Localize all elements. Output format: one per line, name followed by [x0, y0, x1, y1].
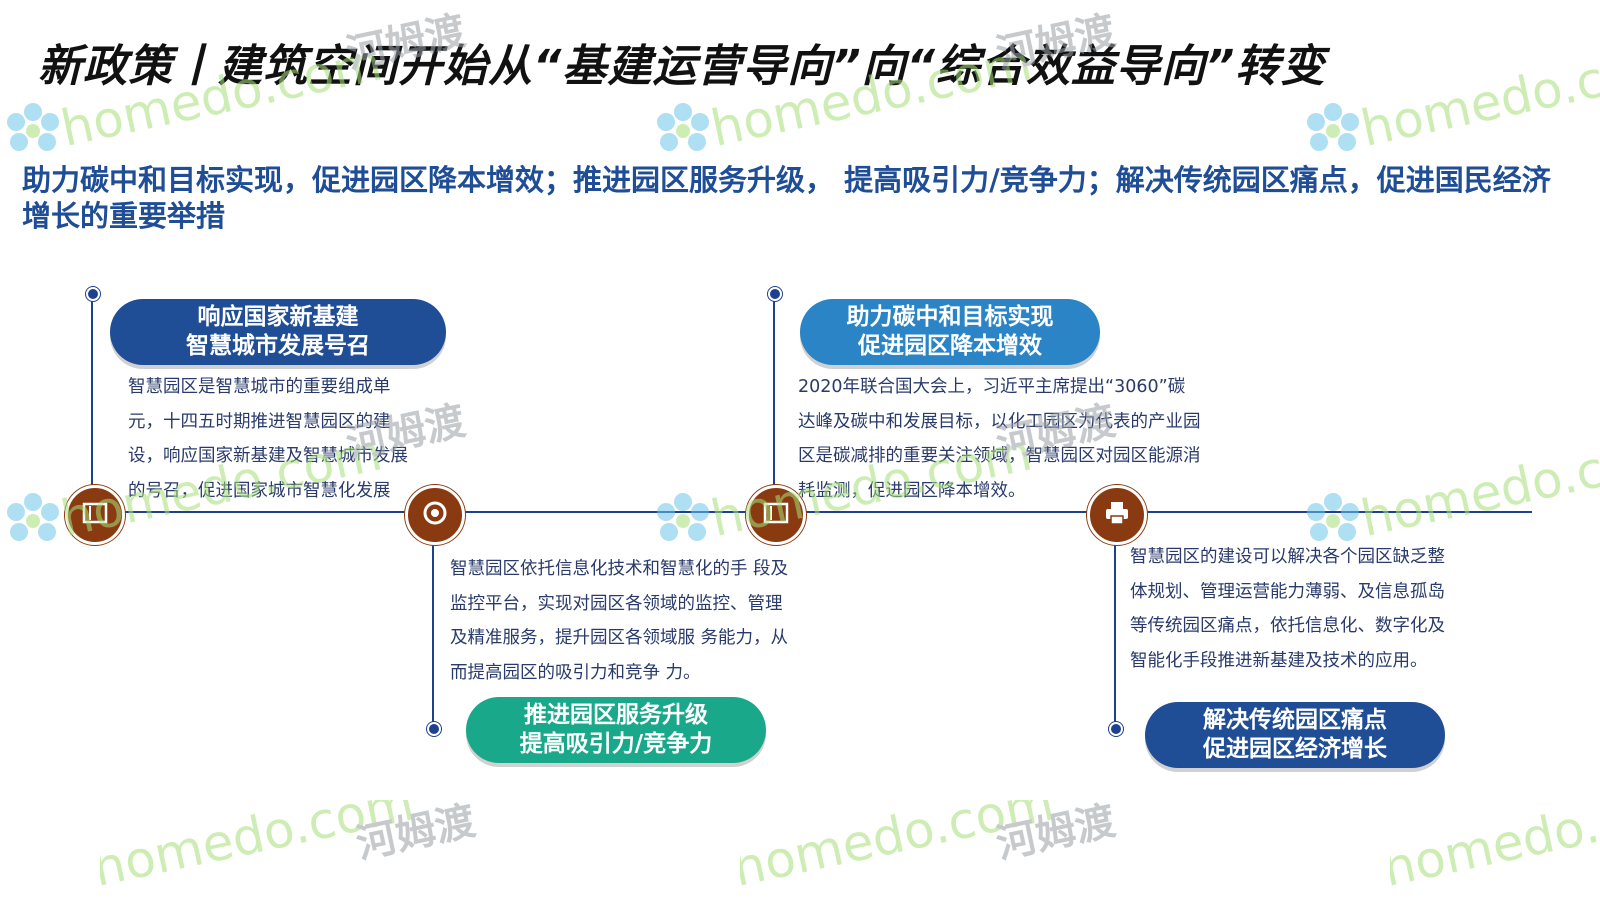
page-title: 新政策丨建筑空间开始从“基建运营导向”向“综合效益导向”转变	[38, 41, 1326, 92]
connector-dot-stage-1	[86, 287, 100, 301]
watermark-8: homedo.com 河姆渡	[740, 800, 1120, 898]
timeline-node-4	[1087, 485, 1147, 545]
stage-4-heading: 解决传统园区痛点 促进园区经济增长	[1145, 702, 1445, 768]
connector-dot-stage-4	[1109, 722, 1123, 736]
watermark-9: homedo.com	[1390, 800, 1600, 898]
connector-dot-stage-3	[768, 287, 782, 301]
flower-logo-icon	[657, 103, 709, 151]
printer-icon	[1103, 499, 1131, 531]
connector-dot-stage-2	[427, 722, 441, 736]
watermark-7: homedo.com 河姆渡	[100, 800, 480, 898]
document-icon	[763, 502, 789, 528]
stage-1-description: 智慧园区是智慧城市的重要组成单 元，十四五时期推进智慧园区的建 设，响应国家新基…	[128, 377, 408, 501]
page-subtitle: 助力碳中和目标实现，促进园区降本增效；推进园区服务升级， 提高吸引力/竞争力；解…	[22, 163, 1551, 233]
stage-1-heading: 响应国家新基建 智慧城市发展号召	[110, 299, 446, 365]
flower-logo-icon	[7, 103, 59, 151]
timeline-node-3	[746, 485, 806, 545]
target-icon	[421, 499, 449, 531]
flower-logo-icon	[657, 493, 709, 541]
document-icon	[82, 502, 108, 528]
connector-stage-2	[432, 515, 434, 730]
timeline-node-1	[65, 485, 125, 545]
flower-logo-icon	[1307, 103, 1359, 151]
connector-stage-3	[773, 292, 775, 507]
timeline-axis	[88, 511, 1532, 513]
flower-logo-icon	[7, 493, 59, 541]
connector-stage-4	[1114, 515, 1116, 730]
connector-stage-1	[91, 292, 93, 507]
stage-4-description: 智慧园区的建设可以解决各个园区缺乏整 体规划、管理运营能力薄弱、及信息孤岛 等传…	[1130, 547, 1445, 671]
stage-3-description: 2020年联合国大会上，习近平主席提出“3060”碳 达峰及碳中和发展目标，以化…	[798, 377, 1201, 501]
stage-3-heading: 助力碳中和目标实现 促进园区降本增效	[800, 299, 1100, 365]
stage-2-description: 智慧园区依托信息化技术和智慧化的手 段及 监控平台，实现对园区各领域的监控、管理…	[450, 559, 789, 683]
stage-2-heading: 推进园区服务升级 提高吸引力/竞争力	[466, 697, 766, 763]
timeline-node-2	[405, 485, 465, 545]
